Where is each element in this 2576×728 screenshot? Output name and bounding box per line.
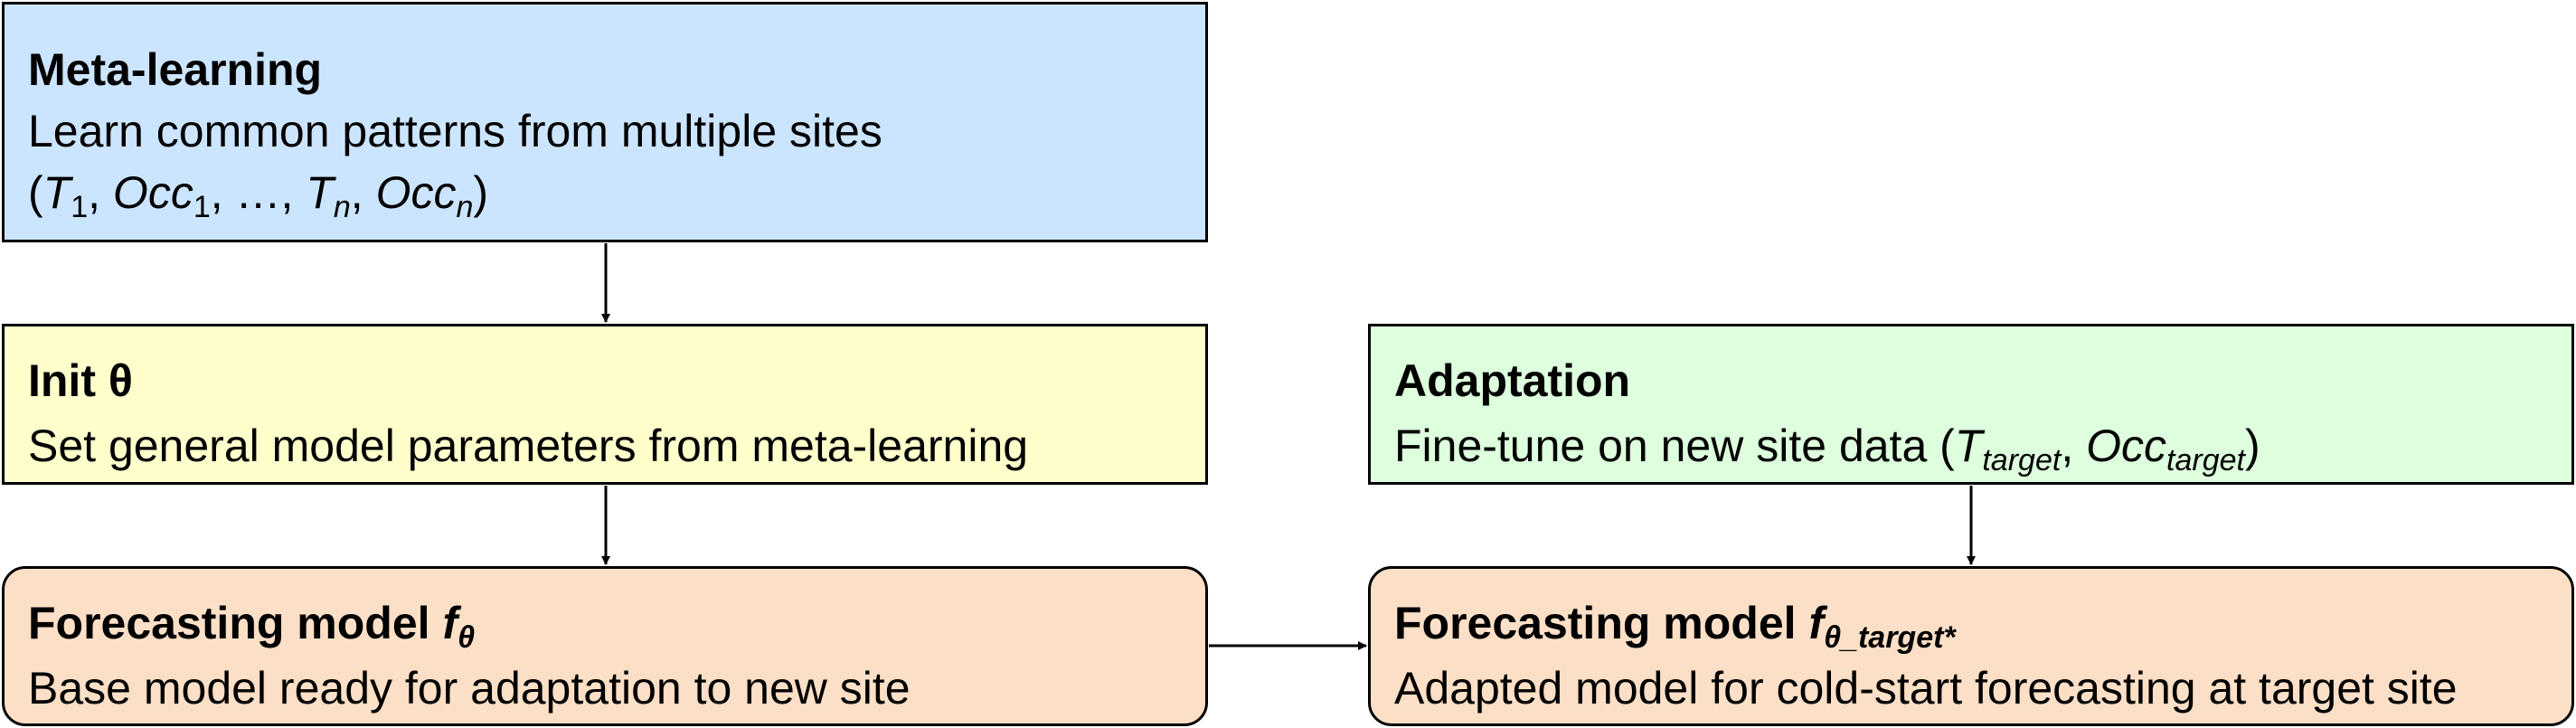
tuple-tn-subscript: n <box>333 190 351 224</box>
forecasting-model-base-f: f <box>442 598 458 648</box>
forecasting-model-base-box: Forecasting model fθ Base model ready fo… <box>2 566 1208 726</box>
meta-learning-title: Meta-learning <box>28 44 323 95</box>
forecasting-model-adapted-f: f <box>1808 598 1825 648</box>
tuple-occn: Occ <box>375 167 457 218</box>
tuple-tn: T <box>306 167 334 218</box>
tuple-comma-2: , <box>350 167 376 218</box>
forecasting-model-base-description: Base model ready for adaptation to new s… <box>28 663 911 714</box>
adaptation-title: Adaptation <box>1394 355 1631 406</box>
forecasting-model-adapted-title: Forecasting model fθ_target* <box>1394 596 2548 653</box>
tuple-occn-subscript: n <box>456 190 474 224</box>
tuple-occ1: Occ <box>112 167 193 218</box>
forecasting-model-base-title: Forecasting model fθ <box>28 596 1182 653</box>
tuple-occ1-subscript: 1 <box>193 190 211 224</box>
tuple-t1-subscript: 1 <box>71 190 89 224</box>
adaptation-close-paren: ) <box>2244 421 2260 471</box>
adaptation-t-target-subscript: target <box>1982 443 2062 477</box>
forecasting-model-adapted-f-subscript: θ_target* <box>1824 620 1956 655</box>
tuple-open-paren: ( <box>28 167 43 218</box>
adaptation-description-prefix: Fine-tune on new site data ( <box>1394 421 1955 471</box>
tuple-ellipsis: , …, <box>210 167 307 218</box>
init-theta-box: Init θ Set general model parameters from… <box>2 324 1208 485</box>
tuple-close-paren: ) <box>473 167 489 218</box>
adaptation-occ-target: Occ <box>2086 421 2167 471</box>
adaptation-t-target: T <box>1954 421 1983 471</box>
tuple-comma-1: , <box>88 167 113 218</box>
forecasting-model-adapted-description: Adapted model for cold-start forecasting… <box>1394 663 2458 714</box>
adaptation-description: Fine-tune on new site data (Ttarget, Occ… <box>1394 419 2548 476</box>
meta-learning-sites-tuple: (T1, Occ1, …, Tn, Occn) <box>28 165 1182 222</box>
init-theta-description: Set general model parameters from meta-l… <box>28 421 1029 471</box>
adaptation-comma: , <box>2061 421 2087 471</box>
adaptation-box: Adaptation Fine-tune on new site data (T… <box>1368 324 2574 485</box>
forecasting-model-adapted-box: Forecasting model fθ_target* Adapted mod… <box>1368 566 2574 726</box>
meta-learning-box: Meta-learning Learn common patterns from… <box>2 2 1208 242</box>
meta-learning-description: Learn common patterns from multiple site… <box>28 106 882 156</box>
forecasting-model-base-f-subscript: θ <box>458 620 476 655</box>
forecasting-model-adapted-title-text: Forecasting model <box>1394 598 1809 648</box>
tuple-t1: T <box>42 167 71 218</box>
forecasting-model-base-title-text: Forecasting model <box>28 598 443 648</box>
init-theta-title: Init θ <box>28 355 133 406</box>
adaptation-occ-target-subscript: target <box>2166 443 2245 477</box>
